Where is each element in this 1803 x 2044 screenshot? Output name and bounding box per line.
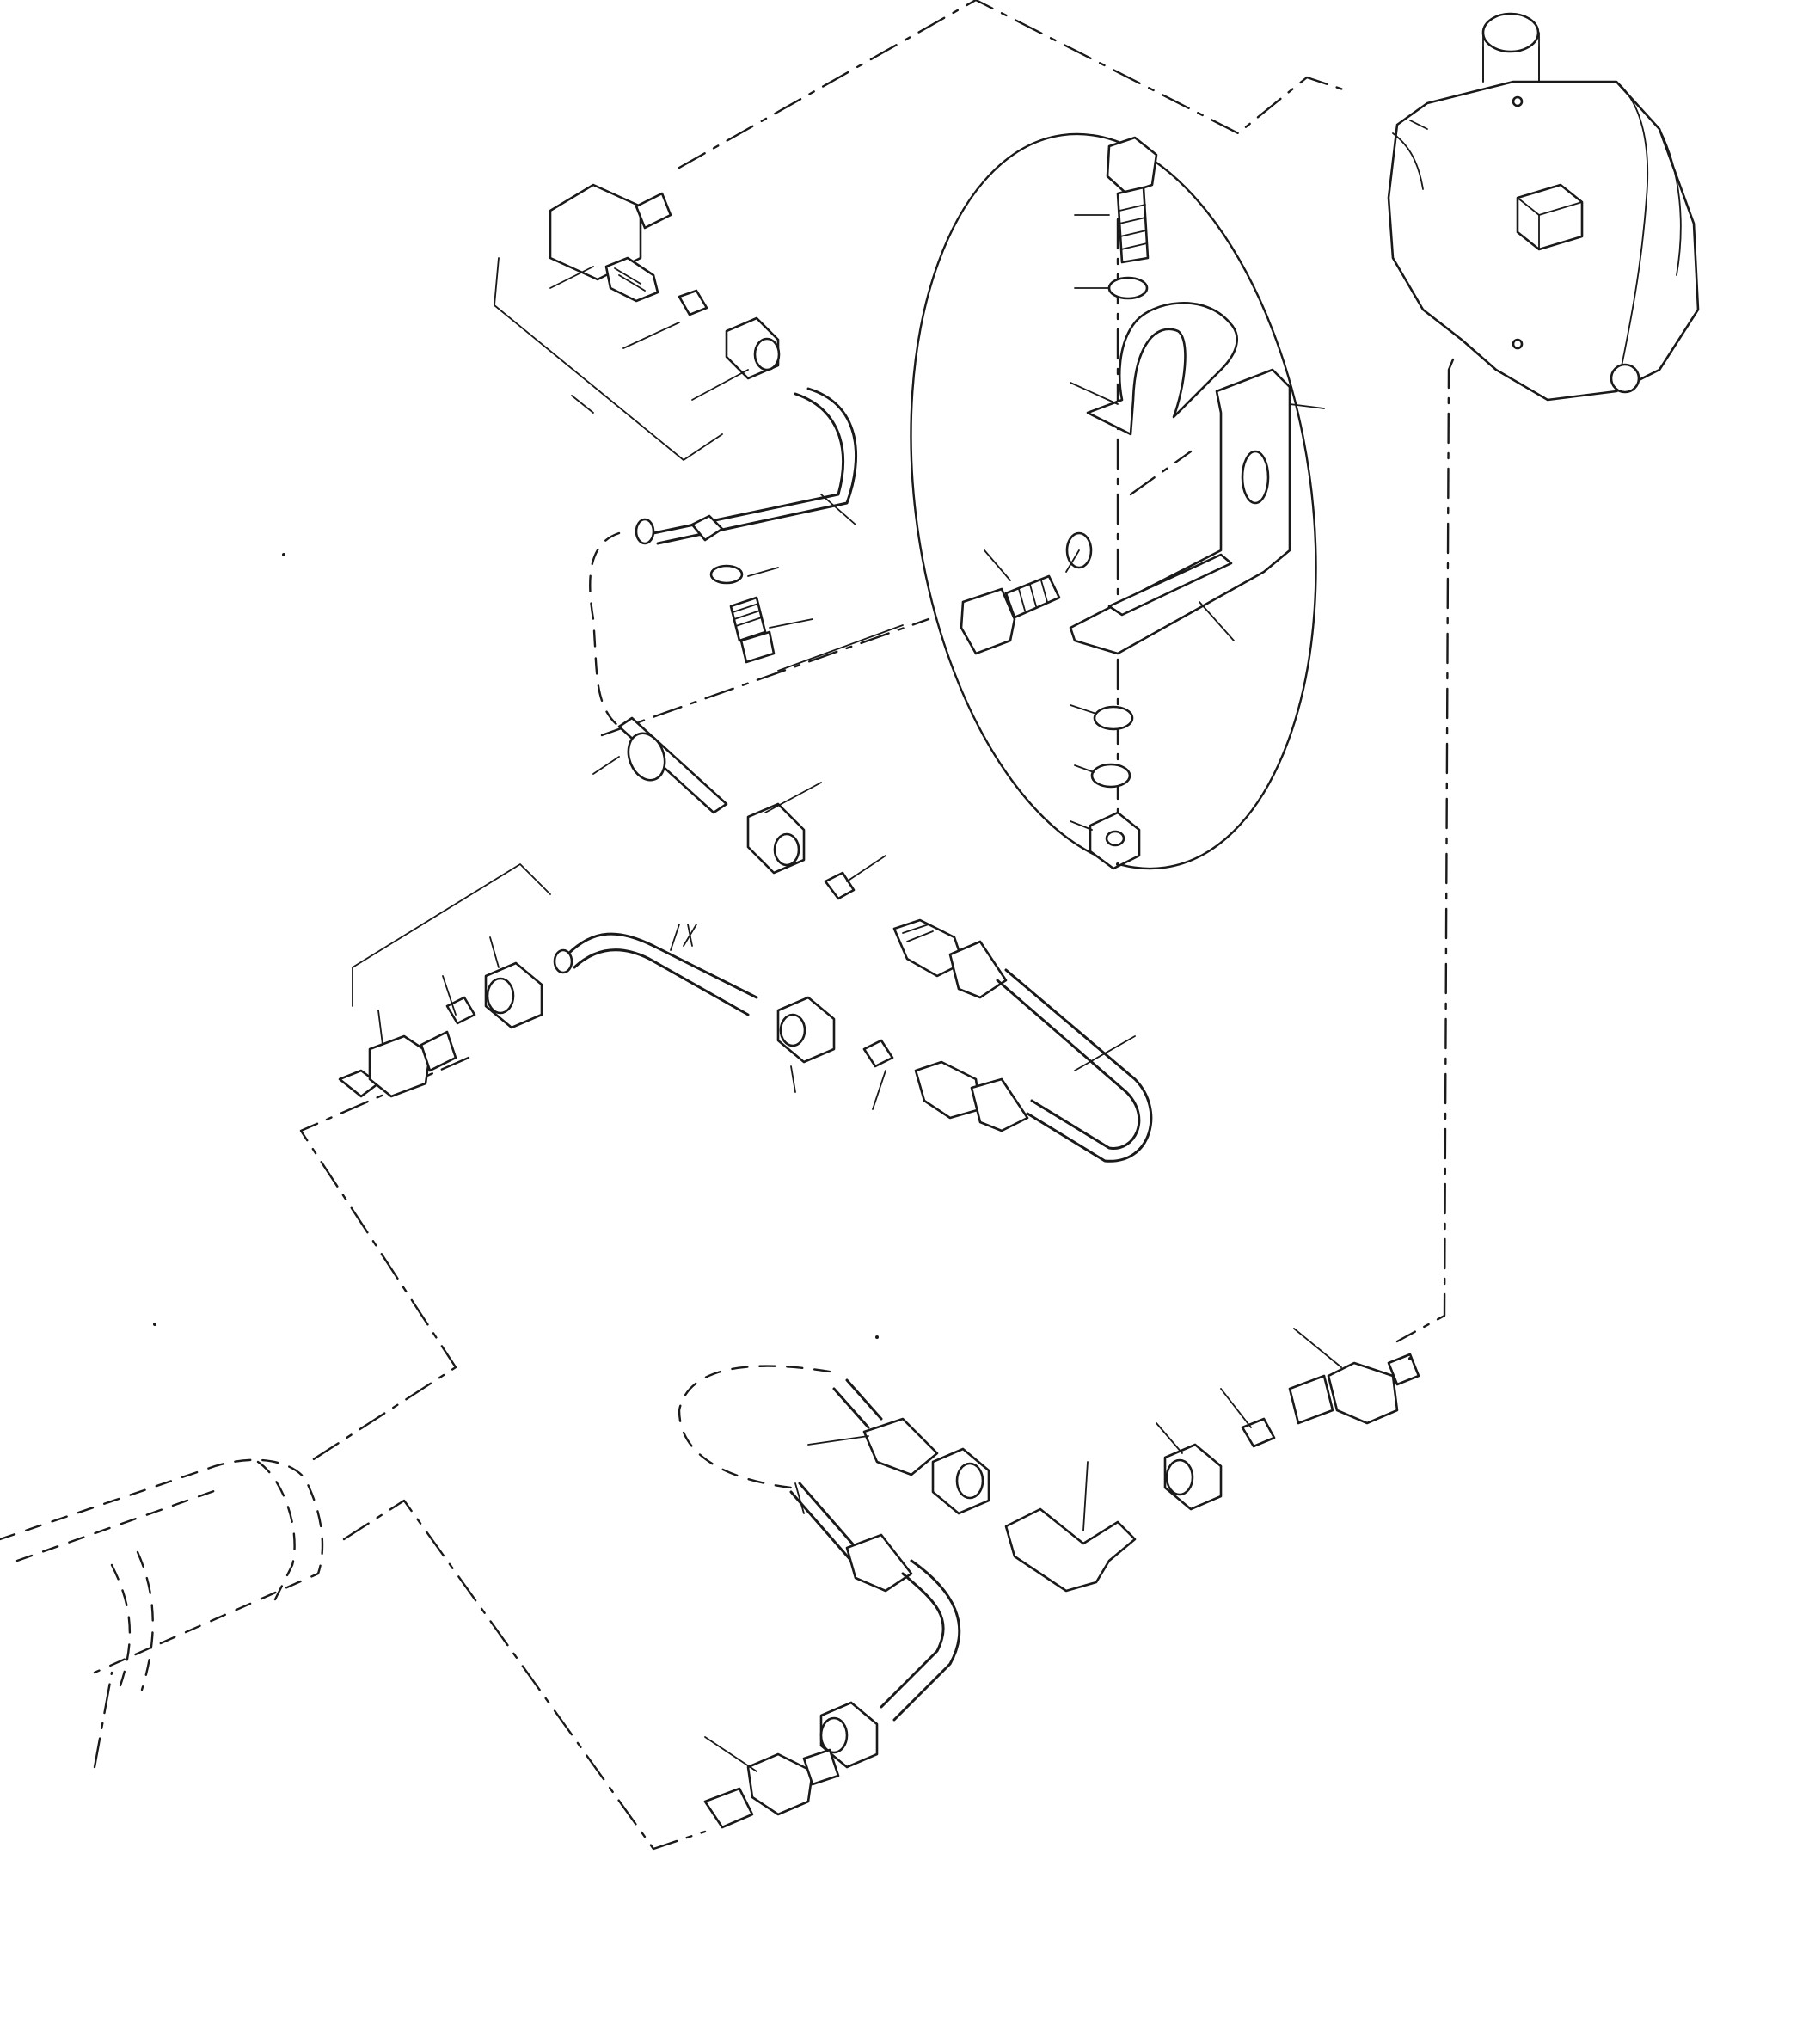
housing-port-bottom <box>1512 338 1524 350</box>
nut-7-bore <box>955 1462 984 1500</box>
adapter-left-body <box>368 1034 432 1098</box>
housing-knob <box>1610 363 1640 394</box>
tee-fitting <box>549 183 781 380</box>
adapter-left-neck <box>420 1030 457 1072</box>
housing-port-top <box>1512 95 1524 107</box>
grommet <box>627 732 666 782</box>
pipe-2 <box>617 716 1153 1163</box>
nut-3-bore <box>486 977 515 1015</box>
clamp-band <box>1086 302 1238 436</box>
washer-4 <box>1093 705 1134 731</box>
tee-body <box>549 183 642 281</box>
nut-4-bore <box>779 1013 806 1047</box>
plug-1 <box>729 596 767 642</box>
pipe-left-group <box>338 863 1029 1132</box>
cylinder-outline <box>0 1458 324 1769</box>
adapter-bottom-body <box>746 1752 814 1816</box>
housing-block <box>1516 183 1584 251</box>
plug-1-head <box>739 630 776 664</box>
sleeve-1 <box>678 289 708 316</box>
nut-8-bore <box>819 1716 849 1754</box>
centerline-bolt <box>1129 450 1193 496</box>
pipe-1 <box>635 387 857 664</box>
hose-sleeve-2 <box>845 1533 913 1593</box>
nut-5-bore <box>1105 830 1125 847</box>
bolt-1-head <box>1106 136 1158 195</box>
pipe-left-end <box>553 948 573 974</box>
washer-1 <box>709 564 744 585</box>
sleeve-3 <box>445 996 476 1025</box>
centerline-bottom <box>342 1499 707 1851</box>
washer-5 <box>1090 763 1131 789</box>
adapter-right-neck <box>1288 1374 1334 1425</box>
centerline-top <box>678 0 1347 169</box>
group-bracket-1 <box>494 257 723 461</box>
clamp-detail <box>910 132 1317 870</box>
elbow-fitting <box>1004 1507 1137 1593</box>
hidden-pipe-bottom <box>678 1365 831 1489</box>
bolt-2-head <box>960 587 1016 655</box>
connector-2-sleeve <box>948 940 1008 999</box>
housing-component <box>1387 12 1700 402</box>
leader-lines <box>377 214 1342 1772</box>
sleeve-2 <box>824 871 856 900</box>
connector-4-sleeve <box>970 1077 1029 1132</box>
clip-1 <box>690 514 724 542</box>
centerline-left <box>299 1056 470 1464</box>
hose-sleeve-1 <box>862 1417 939 1476</box>
detail-oval <box>910 132 1317 870</box>
adapter-right-body <box>1327 1361 1399 1425</box>
nut-6-bore <box>1165 1458 1194 1496</box>
bracket-angle <box>1069 368 1291 655</box>
adapter-bottom-tip <box>703 1787 754 1829</box>
pipe-1-end <box>635 518 655 545</box>
hidden-pipe-top <box>589 531 621 728</box>
nut-1-bore <box>753 337 781 371</box>
bolt-1-shank <box>1116 186 1150 264</box>
scan-specks <box>153 553 1412 1360</box>
adapter-right-tip <box>1387 1353 1420 1386</box>
housing-boss-top <box>1481 12 1540 53</box>
nut-2-bore <box>773 832 800 867</box>
bracket-slot-v <box>1241 450 1270 505</box>
sleeve-4 <box>862 1039 894 1068</box>
pipe-bottom-left <box>703 1482 961 1829</box>
tee-stub-right <box>635 192 672 230</box>
bracket-slot-h <box>1107 553 1233 617</box>
group-bracket-2 <box>352 863 551 1007</box>
centerline-bracket <box>600 617 930 737</box>
adapter-bottom-neck <box>802 1748 840 1786</box>
connector-4 <box>914 1060 982 1120</box>
washer-2 <box>1107 276 1149 300</box>
pipe-bottom-right <box>832 1353 1420 1593</box>
centerline-right <box>1395 358 1455 1343</box>
